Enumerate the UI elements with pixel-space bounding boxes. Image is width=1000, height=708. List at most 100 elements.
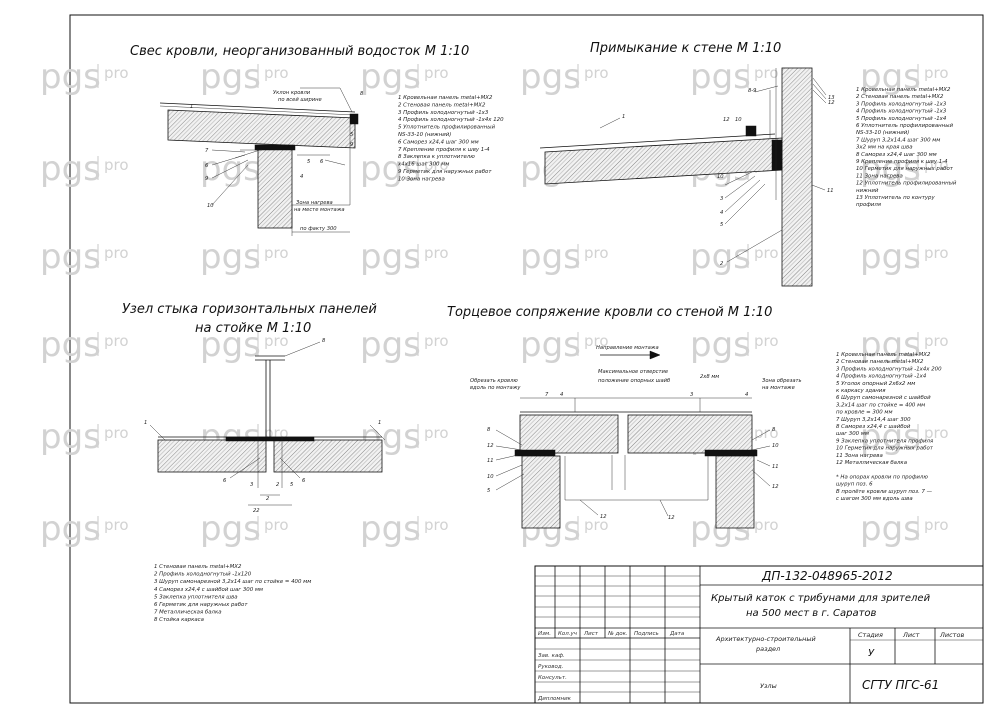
svg-text:1: 1	[144, 420, 147, 426]
watermark-brand: pgs	[40, 237, 101, 277]
detail-end-joint: Направление монтажа Максимальное отверст…	[470, 345, 802, 529]
watermark-suffix: pro	[584, 64, 609, 82]
roof-panel-end-left	[519, 414, 619, 454]
note-line: 5 Уплотнитель профилированный	[398, 125, 495, 131]
svg-text:10: 10	[207, 203, 214, 209]
note-line: 2 Стеновая панель metal+MX2	[398, 102, 486, 108]
svg-text:12: 12	[487, 443, 494, 449]
svg-text:12: 12	[668, 515, 675, 521]
watermark-brand: pgs	[690, 237, 751, 277]
callout-end-right: Зона обрезать	[762, 378, 802, 384]
col-header-doc: № док.	[607, 631, 628, 637]
note-line: 9 Герметик для наружных работ	[398, 169, 492, 175]
svg-text:2: 2	[266, 496, 269, 502]
watermark-suffix: pro	[754, 332, 779, 350]
svg-text:11: 11	[772, 464, 779, 470]
note-line: 4 Профиль холодногнутый -1x4	[836, 374, 927, 380]
note-line: шаг 300 мм	[836, 431, 869, 437]
callout-end-mid2: положение опорных шайб	[598, 378, 671, 384]
note-line: 12 Металлическая балка	[836, 460, 907, 466]
note-line: 5 Профиль холодногнутый -1x4	[856, 116, 947, 122]
col-header-sign: Подпись	[634, 631, 659, 637]
watermark-suffix: pro	[104, 516, 129, 534]
callout-end-left2: вдоль по монтажу	[470, 385, 521, 391]
note-line: 1 Кровельная панель metal+MX2	[398, 95, 493, 101]
note-line: 6 Герметик для наружных работ	[154, 602, 248, 608]
note-line: 3 Шуруп самонарезной 3,2x14 шаг по стойк…	[154, 579, 311, 585]
watermark-suffix: pro	[104, 332, 129, 350]
svg-text:1: 1	[622, 114, 625, 120]
watermark-brand: pgs	[860, 325, 921, 365]
note-line: 10 Герметик для наружных работ	[856, 166, 954, 172]
detail-eaves: 7 6 9 10 5 6 4 5 9 8 1 Уклон кровли по в…	[159, 87, 364, 236]
title-wall-abutment: Примыкание к стене М 1:10	[590, 41, 781, 56]
watermark-brand: pgs	[860, 57, 921, 97]
callout-install-direction: Направление монтажа	[596, 345, 659, 351]
wall-column-end-right	[715, 455, 755, 529]
note-line: 6 Шуруп самонарезной с шайбой	[836, 395, 931, 401]
note-line: 9 Заклепка уплотнителя профиля	[836, 438, 934, 444]
note-line: 1 Стеновая панель metal+MX2	[154, 564, 242, 570]
svg-text:10: 10	[735, 117, 742, 123]
note-line: 3 Профиль холодногнутый -1x4x 200	[836, 366, 942, 372]
svg-text:7: 7	[545, 392, 549, 398]
svg-text:5: 5	[350, 132, 354, 138]
note-line: 8 Саморез x24,4 шаг 300 мм	[856, 152, 937, 158]
col-header-count: Кол.уч	[558, 631, 578, 637]
note-line: 5 Заклепка уплотнителя шва	[154, 594, 238, 600]
watermark-brand: pgs	[860, 509, 921, 549]
note-line: 8 Заклепка к уплотнителю	[398, 154, 475, 160]
note-line: NS-33-10 (нижний)	[398, 132, 451, 138]
svg-text:12: 12	[600, 514, 607, 520]
watermark-suffix: pro	[754, 424, 779, 442]
svg-text:10: 10	[717, 174, 724, 180]
svg-text:5: 5	[487, 488, 491, 494]
title-joint-line1: Узел стыка горизонтальных панелей	[122, 302, 377, 317]
title-block: ДП-132-048965-2012 Крытый каток с трибун…	[534, 565, 984, 704]
roof-panel-end-right	[627, 414, 753, 454]
note-line: 12 Уплотнитель профилированный	[856, 181, 957, 187]
note-line: 11 Зона нагрева	[856, 173, 903, 179]
note-line: 3x2 мм на края шва	[856, 145, 913, 151]
callout-eaves-slope2: по всей ширине	[278, 97, 322, 103]
note-line: нижний	[856, 188, 879, 194]
watermark-suffix: pro	[264, 64, 289, 82]
watermark-brand: pgs	[40, 57, 101, 97]
svg-text:2: 2	[276, 482, 279, 488]
roof-panel	[167, 109, 356, 149]
col-header-date: Дата	[669, 631, 685, 637]
note-line: 2 Стеновая панель metal+MX2	[856, 94, 944, 100]
watermark-brand: pgs	[40, 509, 101, 549]
note-line: * На опорах кровли по профилю	[836, 474, 928, 480]
watermark-suffix: pro	[754, 516, 779, 534]
title-end-joint: Торцевое сопряжение кровли со стеной М 1…	[447, 305, 772, 320]
svg-text:11: 11	[827, 188, 834, 194]
doc-code: ДП-132-048965-2012	[761, 569, 893, 583]
note-line: 6 Уплотнитель профилированный	[856, 123, 953, 129]
callout-eaves-dim: по факту 300	[300, 226, 337, 232]
watermark-brand: pgs	[860, 237, 921, 277]
watermark-brand: pgs	[200, 509, 261, 549]
watermark-suffix: pro	[924, 64, 949, 82]
sheets-header: Листов	[939, 631, 964, 639]
watermark-suffix: pro	[424, 424, 449, 442]
svg-text:8: 8	[487, 427, 491, 433]
note-line: 9 Крепление профиля к шву 1-4	[856, 159, 948, 165]
watermark-suffix: pro	[924, 424, 949, 442]
svg-text:2: 2	[720, 261, 723, 267]
watermark-suffix: pro	[924, 332, 949, 350]
watermark-suffix: pro	[424, 516, 449, 534]
role-consultant: Консульт.	[538, 675, 567, 681]
note-line: 3,2x14 шаг по стойке = 400 мм	[836, 402, 925, 408]
watermark-brand: pgs	[200, 237, 261, 277]
note-line: 10 Герметик для наружных работ	[836, 446, 934, 452]
watermark-brand: pgs	[690, 325, 751, 365]
note-line: 7 Шуруп 3,2x14,4 шаг 300 мм	[856, 137, 940, 143]
note-line: 5 Уголок опорный 2x6x2 мм	[836, 381, 915, 387]
note-line: 4 Профиль холодногнутый -1x3	[856, 109, 947, 115]
note-line: 11 Зона нагрева	[836, 453, 883, 459]
watermark-suffix: pro	[754, 64, 779, 82]
callout-end-left: Обрезать кровлю	[470, 378, 518, 384]
